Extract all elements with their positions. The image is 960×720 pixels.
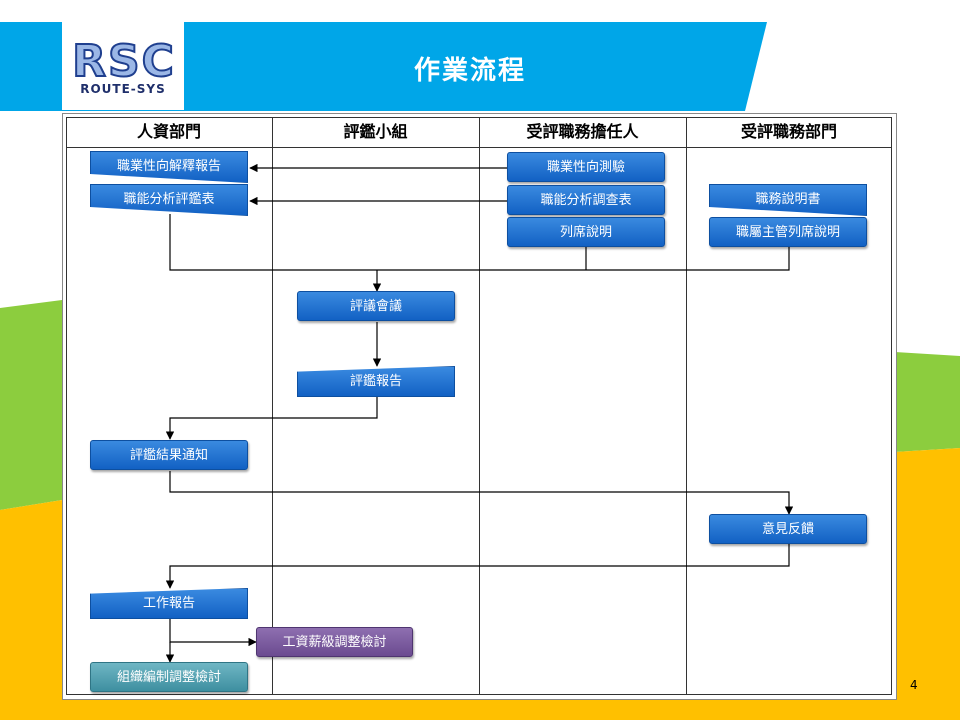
box-function-survey: 職能分析調查表 <box>507 185 665 215</box>
box-supervisor-explain: 職屬主管列席說明 <box>709 217 867 247</box>
lane-header-review-team: 評鑑小組 <box>343 122 408 141</box>
page-title: 作業流程 <box>413 56 526 86</box>
logo-subtitle: ROUTE-SYS <box>80 82 166 96</box>
box-eval-report: 評鑑報告 <box>297 366 455 397</box>
box-career-test: 職業性向測驗 <box>507 152 665 182</box>
lane-header-department: 受評職務部門 <box>740 122 837 141</box>
lane-divider-3 <box>686 117 687 695</box>
rsc-logo-icon: RSC <box>68 38 180 82</box>
logo-letters: RSC <box>72 38 176 82</box>
lane-divider-2 <box>479 117 480 695</box>
box-feedback: 意見反饋 <box>709 514 867 544</box>
company-logo: RSC ROUTE-SYS <box>62 22 184 110</box>
box-salary-review: 工資薪級調整檢討 <box>256 627 413 657</box>
box-review-meeting: 評議會議 <box>297 291 455 321</box>
lane-header-hr: 人資部門 <box>136 122 201 141</box>
box-org-review: 組織編制調整檢討 <box>90 662 248 692</box>
box-result-notice: 評鑑結果通知 <box>90 440 248 470</box>
box-attend-explain: 列席說明 <box>507 217 665 247</box>
lane-divider-1 <box>272 117 273 695</box>
lane-header-incumbent: 受評職務擔任人 <box>526 122 639 141</box>
page-number: 4 <box>910 678 918 692</box>
